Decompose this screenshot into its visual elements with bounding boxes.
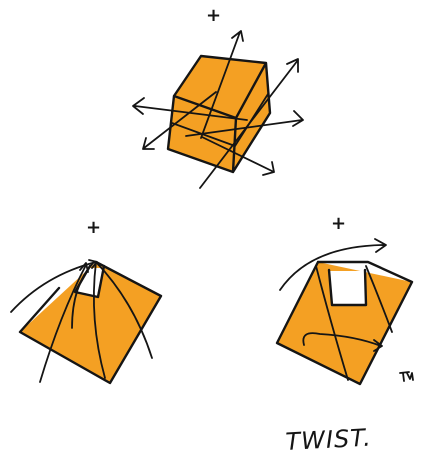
twist-hole: [329, 271, 365, 305]
artist-mark: [400, 372, 413, 381]
twist-figure: +: [277, 213, 413, 384]
plus-mark-pyramid: +: [86, 217, 101, 238]
caption-twist: TWIST.: [285, 424, 373, 456]
cube-figure: +: [133, 5, 303, 188]
pyramid-figure: +: [11, 217, 161, 383]
plus-mark-twist: +: [331, 213, 346, 234]
plus-mark-cube: +: [206, 5, 221, 26]
